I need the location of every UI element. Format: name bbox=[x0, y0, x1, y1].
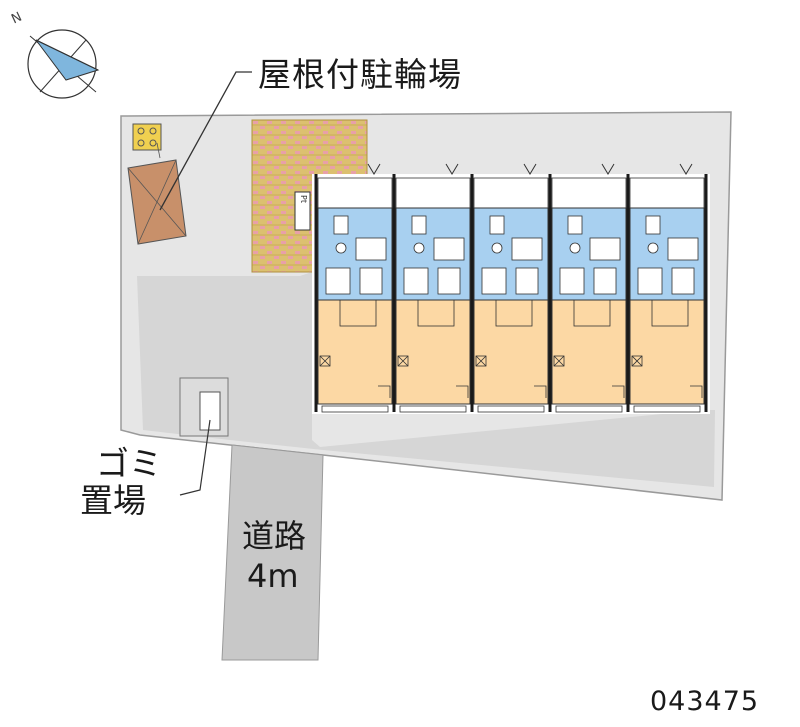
washroom bbox=[671, 267, 695, 295]
road bbox=[221, 444, 324, 661]
stair-marker bbox=[523, 163, 537, 175]
toilet bbox=[489, 215, 505, 235]
closet bbox=[651, 299, 689, 327]
balcony-door bbox=[690, 385, 703, 398]
sink bbox=[335, 242, 347, 254]
garbage-label-line2: 置場 bbox=[80, 481, 146, 520]
kitchen-unit bbox=[433, 237, 465, 261]
compass-icon bbox=[27, 29, 100, 99]
stair-marker bbox=[679, 163, 693, 175]
bath bbox=[559, 267, 585, 295]
balcony-door bbox=[534, 385, 547, 398]
washroom bbox=[359, 267, 383, 295]
entry-stair bbox=[317, 177, 393, 209]
stair-marker bbox=[445, 163, 459, 175]
living-room bbox=[551, 299, 627, 405]
kitchen-unit bbox=[355, 237, 387, 261]
bath bbox=[325, 267, 351, 295]
balcony-door bbox=[456, 385, 469, 398]
entry-stair bbox=[551, 177, 627, 209]
stair-marker bbox=[367, 163, 381, 175]
closet bbox=[573, 299, 611, 327]
balcony bbox=[321, 405, 389, 413]
living-room bbox=[395, 299, 471, 405]
bath bbox=[481, 267, 507, 295]
window-box bbox=[397, 355, 409, 367]
entry-stair bbox=[395, 177, 471, 209]
kitchen-unit bbox=[511, 237, 543, 261]
sink bbox=[647, 242, 659, 254]
toilet bbox=[411, 215, 427, 235]
window-mark bbox=[319, 355, 331, 367]
washroom bbox=[593, 267, 617, 295]
bath bbox=[403, 267, 429, 295]
sink bbox=[413, 242, 425, 254]
window-box bbox=[319, 355, 331, 367]
balcony bbox=[555, 405, 623, 413]
stair-marker bbox=[601, 163, 615, 175]
window-mark bbox=[475, 355, 487, 367]
balcony bbox=[399, 405, 467, 413]
roofed-bicycle-parking-label: 屋根付駐輪場 bbox=[258, 55, 462, 94]
living-room bbox=[473, 299, 549, 405]
balcony-door bbox=[378, 385, 391, 398]
sink bbox=[491, 242, 503, 254]
garbage-label-leader bbox=[179, 419, 211, 496]
kitchen-unit bbox=[589, 237, 621, 261]
closet bbox=[495, 299, 533, 327]
bath bbox=[637, 267, 663, 295]
balcony-door bbox=[612, 385, 625, 398]
outdoor-unit bbox=[132, 123, 162, 151]
road-width-label: 4m bbox=[247, 557, 299, 595]
pole-transformer-box bbox=[294, 191, 311, 231]
balcony bbox=[477, 405, 545, 413]
window-mark bbox=[397, 355, 409, 367]
entry-stair bbox=[473, 177, 549, 209]
entry-stair bbox=[629, 177, 705, 209]
closet bbox=[339, 299, 377, 327]
window-box bbox=[553, 355, 565, 367]
kitchen-unit bbox=[667, 237, 699, 261]
balcony bbox=[633, 405, 701, 413]
toilet bbox=[333, 215, 349, 235]
window-box bbox=[475, 355, 487, 367]
property-id: 043475 bbox=[650, 686, 760, 717]
washroom bbox=[515, 267, 539, 295]
road-label-line1: 道路 bbox=[242, 517, 307, 555]
toilet bbox=[567, 215, 583, 235]
roof-label-leader bbox=[159, 71, 252, 211]
toilet bbox=[645, 215, 661, 235]
garbage-box bbox=[199, 391, 221, 431]
garbage-label-line1: ゴミ bbox=[96, 444, 162, 483]
living-room bbox=[317, 299, 393, 405]
courtyard bbox=[137, 272, 715, 487]
window-mark bbox=[631, 355, 643, 367]
apartment-building bbox=[312, 163, 710, 414]
sink bbox=[569, 242, 581, 254]
window-box bbox=[631, 355, 643, 367]
closet bbox=[417, 299, 455, 327]
washroom bbox=[437, 267, 461, 295]
pole-transformer-label: Pt bbox=[299, 195, 308, 203]
window-mark bbox=[553, 355, 565, 367]
living-room bbox=[629, 299, 705, 405]
